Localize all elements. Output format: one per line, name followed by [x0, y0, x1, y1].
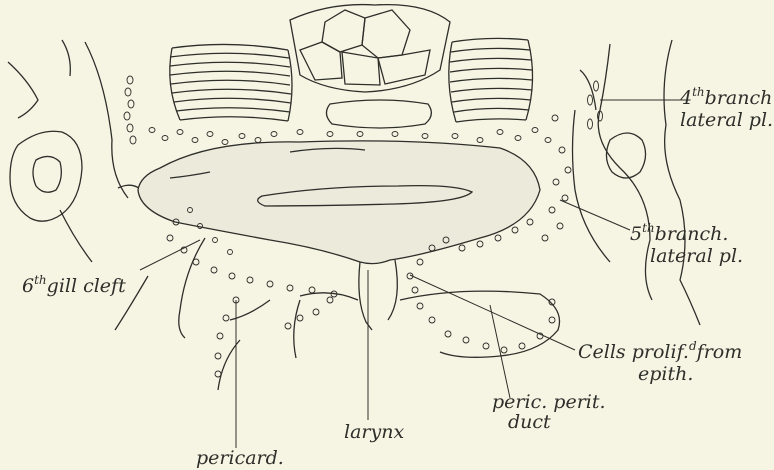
- label-6th-gill-cleft: 6thgill cleft: [22, 273, 126, 297]
- label-cells-prolif: Cells prolif.dfrom: [578, 339, 742, 363]
- label-pericard: pericard.: [196, 447, 284, 469]
- label-4th-branch-lateral: lateral pl.: [680, 109, 773, 131]
- label-peric-perit: peric. perit.: [492, 391, 606, 413]
- right-gill-arch: [573, 40, 701, 325]
- left-muscle-bands: [170, 44, 292, 121]
- label-4th-branch: 4thbranch.: [679, 85, 774, 109]
- notochord-block: [290, 5, 450, 128]
- label-epith: epith.: [638, 363, 693, 385]
- right-muscle-bands: [449, 38, 533, 122]
- label-duct: duct: [508, 411, 551, 433]
- pharynx-floor: [138, 141, 540, 264]
- label-5th-branch: 5thbranch.: [630, 221, 728, 245]
- label-5th-branch-lateral: lateral pl.: [650, 245, 743, 267]
- label-larynx: larynx: [344, 421, 404, 443]
